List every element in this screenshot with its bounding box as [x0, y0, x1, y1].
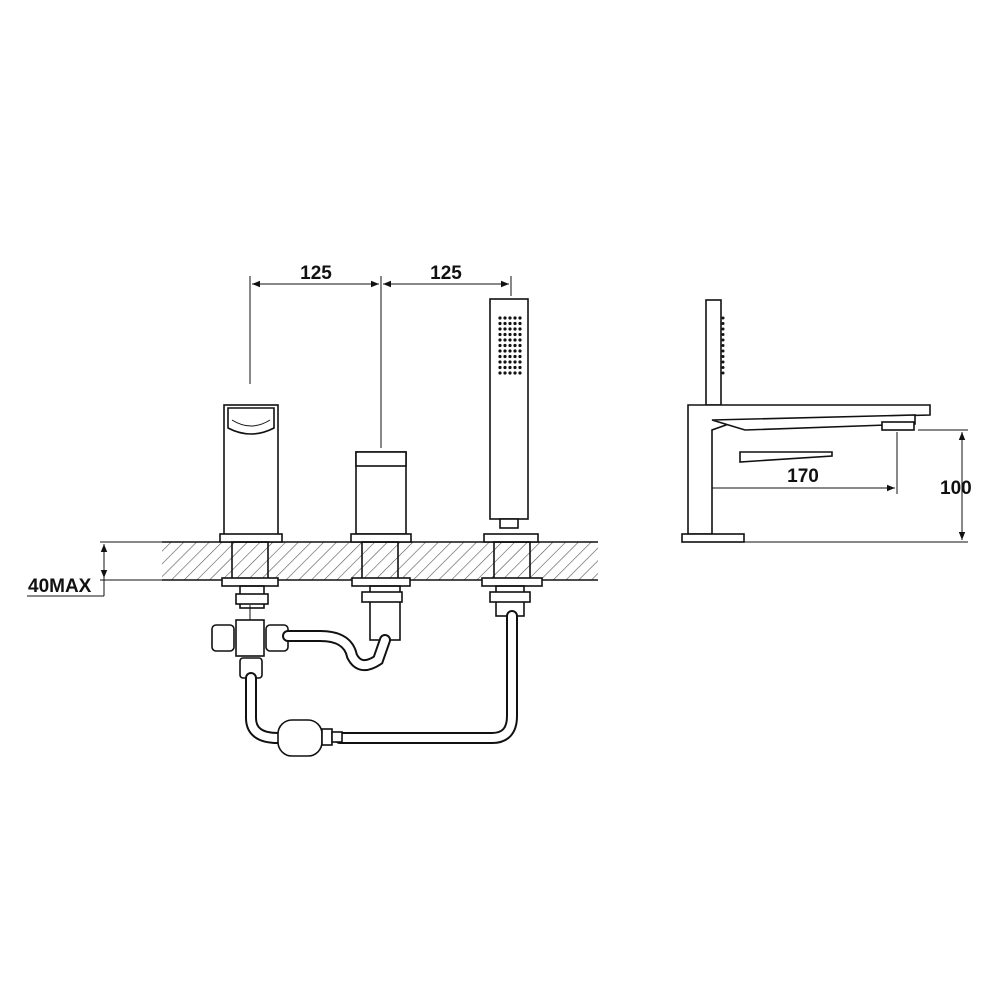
nozzle-dot	[498, 354, 502, 359]
dimension-label-spacing-right: 125	[430, 263, 462, 284]
nozzle-dot	[513, 360, 517, 364]
spout-body	[219, 404, 283, 543]
side-nozzle-dot	[721, 366, 725, 369]
nozzle-dot	[508, 349, 512, 353]
mixer-handle	[350, 451, 412, 543]
side-nozzle-dot	[721, 338, 725, 342]
nozzle-dot	[508, 371, 512, 375]
nozzle-dot	[508, 343, 512, 348]
nozzle-dot	[513, 338, 517, 342]
nozzle-dot	[503, 371, 507, 375]
nozzle-dot	[498, 371, 502, 375]
under-deck-shanks	[221, 541, 543, 641]
nozzle-dot	[503, 343, 507, 348]
nozzle-dot	[518, 332, 522, 337]
nozzle-dot	[508, 321, 512, 326]
side-shower-nozzles	[721, 316, 725, 375]
nozzle-dot	[503, 332, 507, 337]
nozzle-dot	[518, 371, 522, 375]
shower-nozzles	[498, 316, 522, 375]
side-nozzle-dot	[721, 355, 725, 358]
side-nozzle-dot	[721, 316, 725, 320]
nozzle-dot	[513, 349, 517, 353]
nozzle-dot	[518, 349, 522, 353]
side-nozzle-dot	[721, 322, 725, 325]
side-nozzle-dot	[721, 349, 725, 353]
nozzle-dot	[503, 316, 507, 320]
nozzle-dot	[518, 360, 522, 364]
side-hand-shower	[705, 299, 722, 406]
connection-hoses	[245, 610, 518, 757]
nozzle-dot	[508, 365, 512, 370]
nozzle-dot	[508, 354, 512, 359]
nozzle-dot	[513, 371, 517, 375]
side-view: 170 100	[681, 299, 972, 543]
nozzle-dot	[518, 354, 522, 359]
nozzle-dot	[513, 354, 517, 359]
nozzle-dot	[508, 360, 512, 364]
nozzle-dot	[508, 338, 512, 342]
spout-projection-dimension: 170	[712, 432, 898, 494]
hand-shower	[483, 298, 539, 543]
nozzle-dot	[513, 343, 517, 348]
front-view: 125 125 40MAX	[27, 263, 598, 757]
nozzle-dot	[503, 365, 507, 370]
nozzle-dot	[498, 327, 502, 331]
nozzle-dot	[498, 316, 502, 320]
deck-thickness-dimension: 40MAX	[27, 541, 162, 597]
nozzle-dot	[518, 327, 522, 331]
nozzle-dot	[513, 327, 517, 331]
nozzle-dot	[498, 338, 502, 342]
nozzle-dot	[498, 365, 502, 370]
nozzle-dot	[508, 332, 512, 337]
nozzle-dot	[498, 321, 502, 326]
nozzle-dot	[513, 365, 517, 370]
dimension-label-spout-projection: 170	[787, 466, 819, 487]
side-nozzle-dot	[721, 344, 725, 347]
diverter-fitting	[211, 605, 289, 679]
nozzle-dot	[498, 343, 502, 348]
dimension-label-spout-height: 100	[940, 478, 972, 499]
nozzle-dot	[503, 327, 507, 331]
nozzle-dot	[503, 338, 507, 342]
nozzle-dot	[498, 332, 502, 337]
nozzle-dot	[503, 321, 507, 326]
deck-section	[162, 541, 598, 581]
nozzle-dot	[503, 360, 507, 364]
nozzle-dot	[513, 321, 517, 326]
nozzle-dot	[498, 360, 502, 364]
nozzle-dot	[518, 321, 522, 326]
nozzle-dot	[518, 343, 522, 348]
nozzle-dot	[513, 332, 517, 337]
dimension-label-deck-thickness: 40MAX	[28, 576, 92, 597]
spacing-dimensions: 125 125	[249, 263, 512, 448]
nozzle-dot	[518, 365, 522, 370]
side-nozzle-dot	[721, 333, 725, 336]
side-nozzle-dot	[721, 327, 725, 331]
side-nozzle-dot	[721, 371, 725, 375]
nozzle-dot	[508, 316, 512, 320]
nozzle-dot	[508, 327, 512, 331]
side-nozzle-dot	[721, 360, 725, 364]
spout-height-dimension: 100	[744, 429, 972, 543]
nozzle-dot	[498, 349, 502, 353]
dimension-label-spacing-left: 125	[300, 263, 332, 284]
nozzle-dot	[518, 316, 522, 320]
nozzle-dot	[503, 354, 507, 359]
nozzle-dot	[518, 338, 522, 342]
nozzle-dot	[503, 349, 507, 353]
nozzle-dot	[513, 316, 517, 320]
